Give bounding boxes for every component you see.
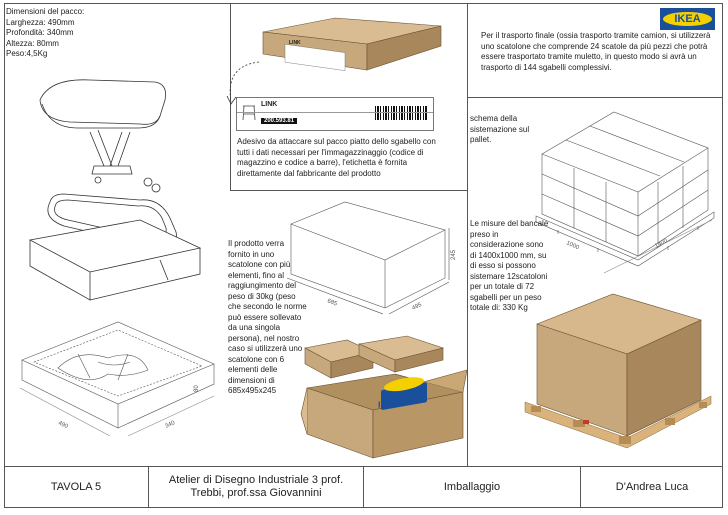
label-barcode [375, 106, 427, 120]
dimensions-title: Dimensioni del pacco: [6, 7, 85, 16]
divider [230, 3, 231, 190]
open-package-drawing: 490 340 80 [19, 321, 215, 437]
footer-atelier: Atelier di Disegno Industriale 3 prof. T… [168, 474, 344, 499]
label-divider [237, 112, 433, 113]
dimension-width: Larghezza: 490mm [6, 17, 75, 27]
ikea-logo-text: IKEA [674, 13, 701, 25]
pallet-wireframe-drawing: 1000 1400 [535, 111, 715, 274]
pallet-schema-caption: schema della sistemazione sul pallet. [470, 114, 530, 144]
footer-topic: Imballaggio [443, 480, 501, 493]
divider [148, 466, 149, 508]
ikea-logo: IKEA [660, 8, 715, 30]
divider [363, 466, 364, 508]
box-dim-495: 495 [411, 302, 423, 312]
dimension-label-340: 340 [164, 420, 176, 430]
pallet-dim-1400: 1400 [654, 238, 669, 250]
label-arrow [226, 61, 260, 105]
pallet-dim-1000: 1000 [565, 240, 580, 251]
footer-tavola: TAVOLA 5 [50, 480, 102, 493]
label-product-name: LINK [261, 101, 278, 108]
dimension-height: Altezza: 80mm [6, 38, 59, 48]
divider [467, 97, 723, 98]
transport-note: Per il trasporto finale (ossia trasporto… [481, 31, 711, 72]
divider [580, 466, 581, 508]
pallet-box-render [524, 293, 712, 449]
flat-package-render [262, 17, 442, 71]
product-label: LINK 200.593.81 [236, 97, 434, 131]
dimension-label-80: 80 [194, 385, 200, 392]
divider [467, 3, 468, 466]
open-ikea-box-render [300, 335, 468, 459]
box-note: Il prodotto verra fornito in uno scatolo… [228, 239, 307, 395]
label-caption: Adesivo da attaccare sul pacco piatto de… [237, 137, 436, 178]
dimension-label-490: 490 [57, 420, 69, 430]
dimension-weight: Peso:4,5Kg [6, 49, 48, 58]
large-box-wireframe: 685 495 245 [286, 201, 457, 315]
package-dimensions: Dimensioni del pacco: Larghezza: 490mm P… [6, 7, 126, 60]
pallet-note: Le misure del bancale preso in considera… [470, 219, 549, 312]
box-dim-245: 245 [451, 249, 457, 260]
label-stool-icon [241, 102, 257, 122]
divider [230, 190, 467, 191]
label-code: 200.593.81 [261, 118, 298, 124]
dimension-depth: Profondità: 340mm [6, 28, 74, 37]
stool-exploded-drawing [28, 79, 202, 301]
mini-label-product: LINK [289, 40, 301, 46]
box-dim-685: 685 [326, 298, 338, 308]
footer-author: D'Andrea Luca [615, 480, 689, 493]
